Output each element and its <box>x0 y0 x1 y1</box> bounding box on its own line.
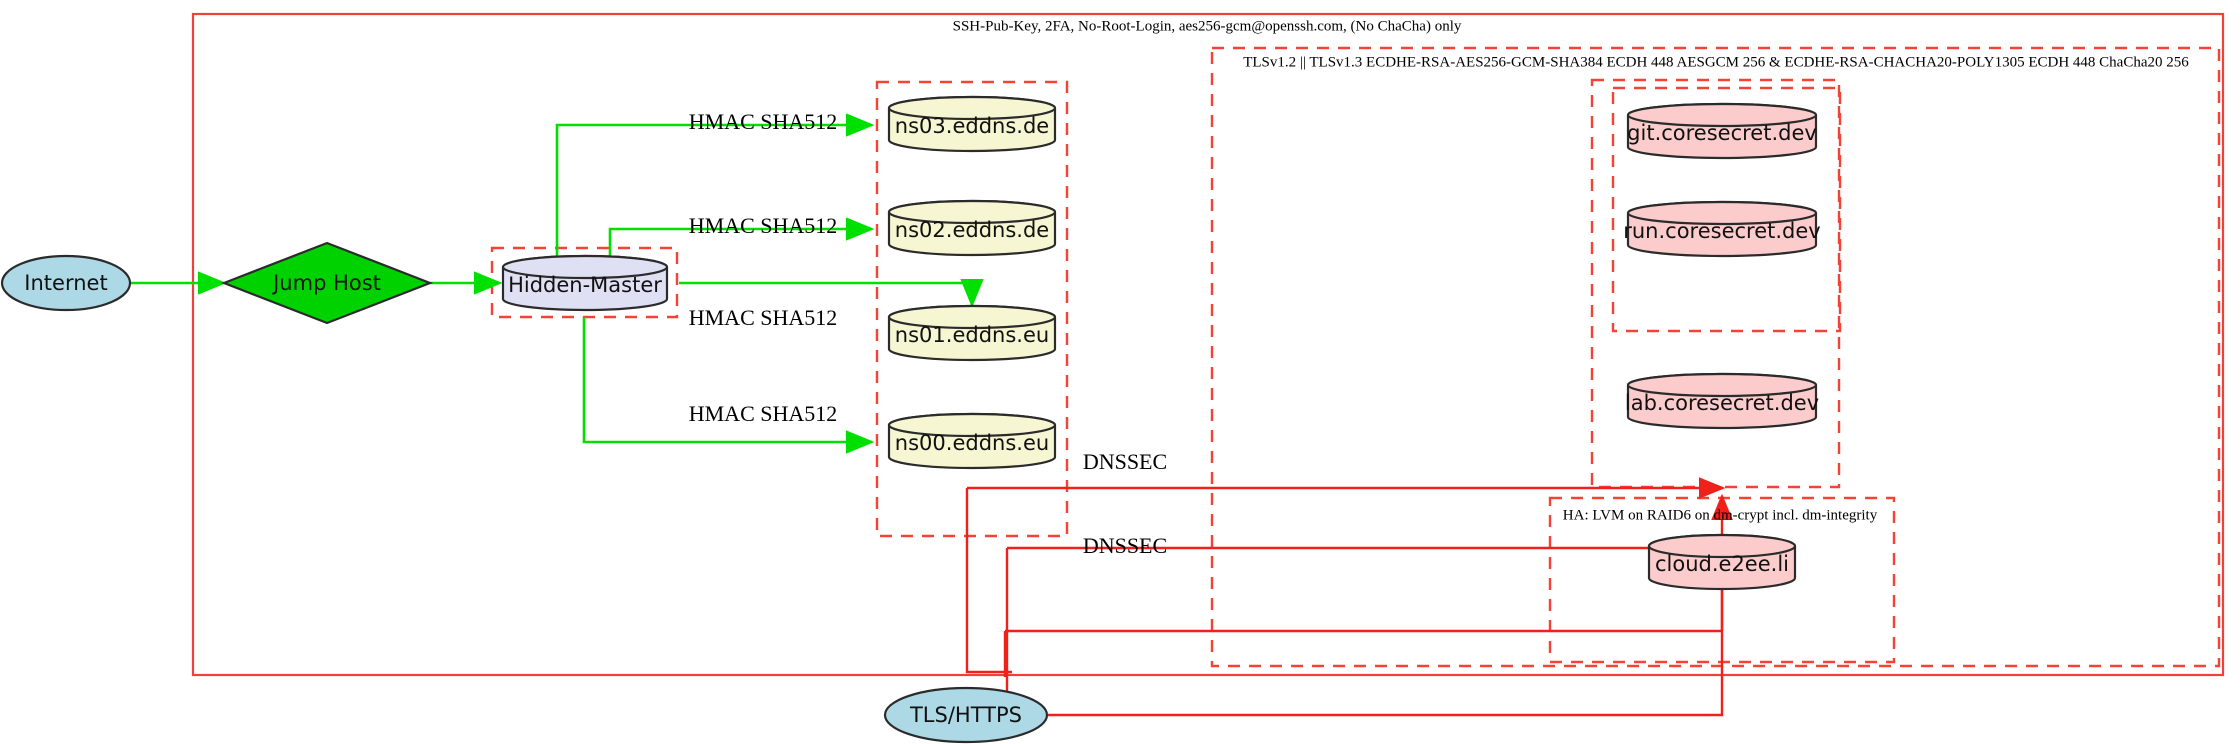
edge-hiddenmaster-ns00 <box>582 317 875 454</box>
edge-label-hmac-ns02: HMAC SHA512 <box>689 213 838 238</box>
node-tls-https[interactable]: TLS/HTTPS <box>883 686 1049 744</box>
edge-dnssec-upper <box>965 488 1012 674</box>
node-ns00[interactable]: ns00.eddns.eu <box>887 412 1057 470</box>
node-internet-label: Internet <box>24 271 107 295</box>
node-ns02[interactable]: ns02.eddns.de <box>887 199 1057 257</box>
edge-label-hmac-ns00: HMAC SHA512 <box>689 401 838 426</box>
node-git-coresecret-label: git.coresecret.dev <box>1627 121 1817 145</box>
edge-label-dnssec-upper: DNSSEC <box>1083 449 1167 474</box>
ssh-cluster-label: SSH-Pub-Key, 2FA, No-Root-Login, aes256-… <box>953 18 1462 34</box>
ha-cluster-label: HA: LVM on RAID6 on dm-crypt incl. dm-in… <box>1563 507 1878 523</box>
node-ns02-label: ns02.eddns.de <box>895 218 1049 242</box>
node-tls-https-label: TLS/HTTPS <box>909 703 1022 727</box>
node-internet[interactable]: Internet <box>0 254 132 312</box>
edge-label-hmac-ns01: HMAC SHA512 <box>689 305 838 330</box>
node-lab-coresecret[interactable]: lab.coresecret.dev <box>1625 372 1819 430</box>
node-ns01[interactable]: ns01.eddns.eu <box>887 304 1057 362</box>
edge-hiddenmaster-ns03 <box>555 113 875 265</box>
coresecret-inner-box <box>1611 86 1842 333</box>
node-hidden-master-label: Hidden-Master <box>508 273 662 297</box>
node-run-coresecret[interactable]: run.coresecret.dev <box>1623 200 1821 258</box>
node-ns01-label: ns01.eddns.eu <box>895 323 1049 347</box>
node-cloud-e2ee-label: cloud.e2ee.li <box>1655 552 1789 576</box>
node-jump-host-label: Jump Host <box>271 271 381 295</box>
edge-label-dnssec-lower: DNSSEC <box>1083 533 1167 558</box>
edge-hiddenmaster-ns02 <box>608 217 875 265</box>
node-ns03[interactable]: ns03.eddns.de <box>887 95 1057 153</box>
tls-cluster-label: TLSv1.2 || TLSv1.3 ECDHE-RSA-AES256-GCM-… <box>1243 54 2189 70</box>
node-jump-host[interactable]: Jump Host <box>220 241 434 325</box>
node-lab-coresecret-label: lab.coresecret.dev <box>1625 391 1819 415</box>
node-ns00-label: ns00.eddns.eu <box>895 431 1049 455</box>
edge-hiddenmaster-ns01 <box>679 279 984 308</box>
dns-cluster-box <box>875 80 1069 538</box>
tls-cluster-box <box>1210 46 2221 668</box>
edge-tls-up-right <box>1048 553 1733 717</box>
node-run-coresecret-label: run.coresecret.dev <box>1623 219 1821 243</box>
node-cloud-e2ee[interactable]: cloud.e2ee.li <box>1647 533 1797 591</box>
node-ns03-label: ns03.eddns.de <box>895 114 1049 138</box>
ssh-cluster-box <box>191 12 2225 677</box>
node-hidden-master[interactable]: Hidden-Master <box>501 254 669 312</box>
node-git-coresecret[interactable]: git.coresecret.dev <box>1626 102 1818 160</box>
edge-label-hmac-ns03: HMAC SHA512 <box>689 109 838 134</box>
